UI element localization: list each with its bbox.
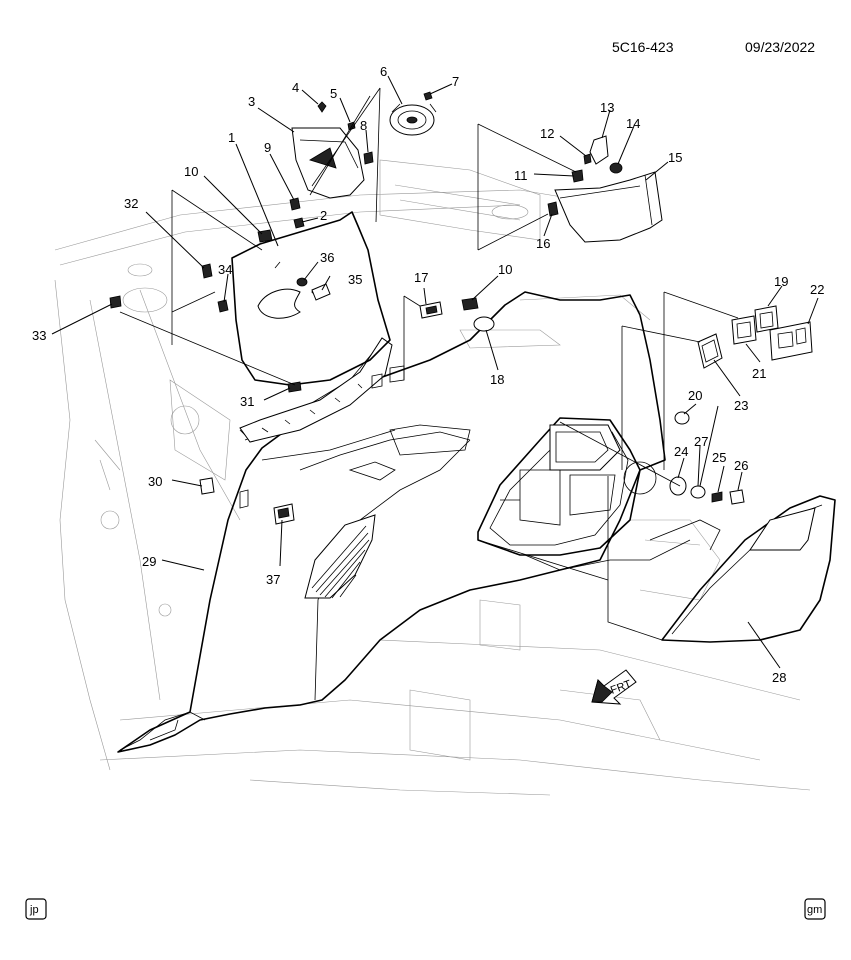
callout-numbers: 1 2 3 4 5 6 7 8 9 10 10 11 12 13 14 15 1… [32,64,824,685]
leader-lines [51,75,819,669]
callout-29: 29 [142,554,156,569]
callout-15: 15 [668,150,682,165]
callout-23: 23 [734,398,748,413]
callout-9: 9 [264,140,271,155]
callout-25: 25 [712,450,726,465]
callout-19: 19 [774,274,788,289]
callout-5: 5 [330,86,337,101]
side-sill-cover-panel [661,495,836,643]
callout-13: 13 [600,100,614,115]
callout-2: 2 [320,208,327,223]
speaker [389,103,437,136]
callout-32: 32 [124,196,138,211]
callout-27: 27 [694,434,708,449]
callout-4: 4 [292,80,299,95]
diagram-date: 09/23/2022 [745,39,815,55]
callout-11: 11 [514,168,528,183]
callout-34: 34 [218,262,232,277]
badge-jp: jp [25,898,47,920]
diagram-code: 5C16-423 [612,39,674,55]
quarter-trim-panel [117,291,721,753]
callout-37: 37 [266,572,280,587]
callout-30: 30 [148,474,162,489]
pillar-trim-panel [231,211,391,386]
callout-22: 22 [810,282,824,297]
badge-gm-label: gm [807,904,822,916]
callout-26: 26 [734,458,748,473]
badge-jp-label: jp [29,904,39,916]
callout-6: 6 [380,64,387,79]
callout-10b: 10 [498,262,512,277]
callout-31: 31 [240,394,254,409]
callout-28: 28 [772,670,786,685]
callout-18: 18 [490,372,504,387]
callout-8: 8 [360,118,367,133]
vehicle-body-background [54,159,811,796]
callout-12: 12 [540,126,554,141]
callout-3: 3 [248,94,255,109]
callout-36: 36 [320,250,334,265]
callout-1: 1 [228,130,235,145]
callout-21: 21 [752,366,766,381]
badge-gm-logo: gm [804,898,826,920]
upper-trim-panel-right [554,171,663,243]
group-bracket-lines [119,87,739,641]
callout-16: 16 [536,236,550,251]
callout-7: 7 [452,74,459,89]
callout-20: 20 [688,388,702,403]
callout-14: 14 [626,116,640,131]
callout-17: 17 [414,270,428,285]
callout-35: 35 [348,272,362,287]
callout-24: 24 [674,444,688,459]
small-fasteners [109,91,813,525]
callout-10a: 10 [184,164,198,179]
callout-33: 33 [32,328,46,343]
